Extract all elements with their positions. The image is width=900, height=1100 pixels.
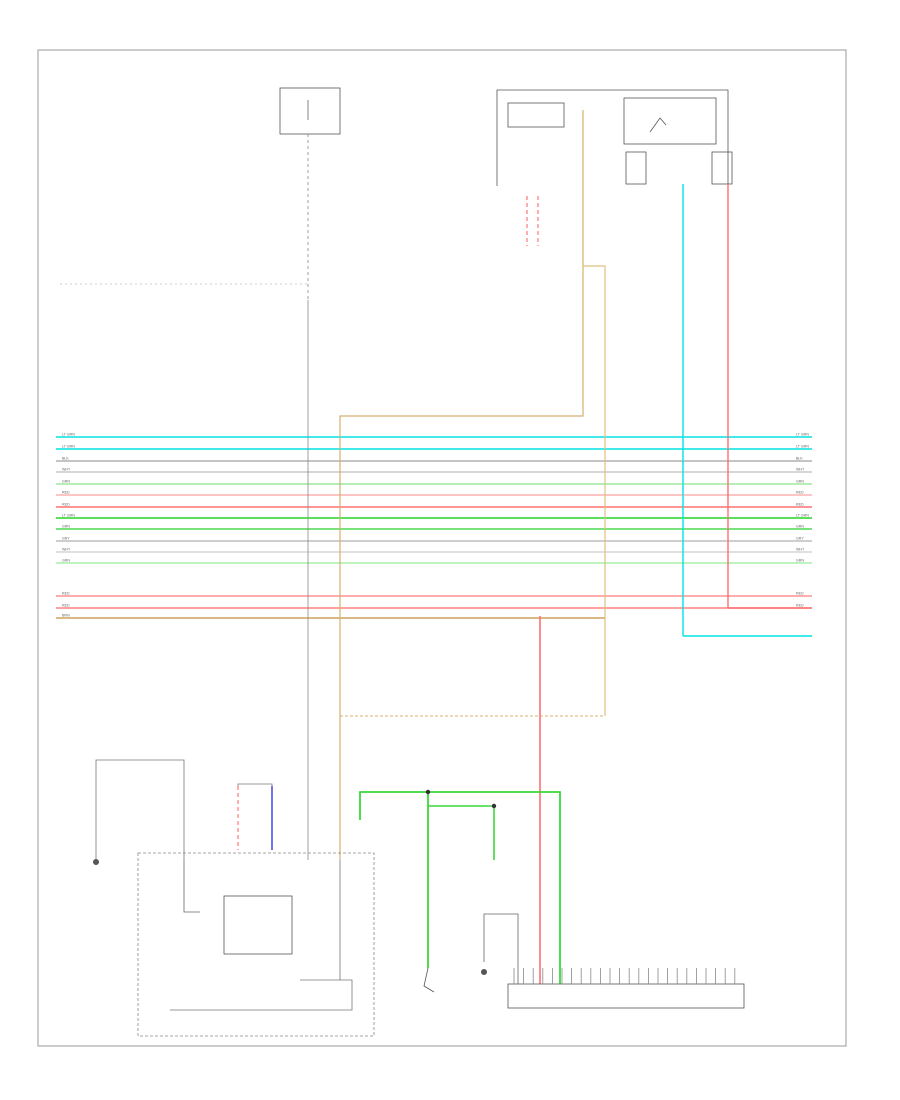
driver-switch-box	[223, 895, 293, 955]
bus-wire-label-left: LT GRN	[62, 514, 75, 518]
wire-switch-left	[183, 860, 200, 913]
wire-green-branch	[428, 805, 495, 860]
bus-wire-label-right: RED	[796, 604, 804, 608]
wire-brown-branch	[583, 265, 606, 716]
bus-wire-label-left: RED	[62, 592, 70, 596]
bus-wire-label-right: RED	[796, 491, 804, 495]
bus-wire-label-right: GRN	[796, 525, 804, 529]
bus-wire-label-left: LT GRN	[62, 445, 75, 449]
bus-wire-label-right: BLK	[796, 457, 803, 461]
ground-point-left	[93, 859, 99, 865]
bus-wire-label-right: LT GRN	[796, 514, 809, 518]
wire-brown-main	[339, 410, 584, 860]
bus-wire-label-left: RED	[62, 503, 70, 507]
bus-wire-label-left: GRN	[62, 559, 70, 563]
diagram-frame	[37, 49, 847, 1047]
bus-wire-label-right: GRN	[796, 480, 804, 484]
indicator-light	[481, 969, 487, 975]
bus-wire-label-right: WHT	[796, 468, 805, 472]
bus-wire-label-right: LT GRN	[796, 433, 809, 437]
control-unit-box	[137, 852, 375, 1037]
bus-wire-label-left: RED	[62, 491, 70, 495]
switch-ground	[423, 967, 435, 993]
bus-wire-label-left: GRN	[62, 480, 70, 484]
connector-stubs	[526, 196, 539, 246]
bus-wire-label-right: LT GRN	[796, 445, 809, 449]
fuse-box-top-left	[279, 87, 341, 135]
bus-wire-label-left: WHT	[62, 548, 71, 552]
bus-wire-label-right: RED	[796, 503, 804, 507]
bus-wire-label-right: WHT	[796, 548, 805, 552]
bus-wire-label-left: BLK	[62, 457, 69, 461]
instrument-unit-box	[507, 983, 745, 1009]
bus-wire-label-left: BRN	[62, 614, 70, 618]
bus-wire-label-left: GRN	[62, 525, 70, 529]
bus-wire-label-left: RED	[62, 604, 70, 608]
instrument-unit-pins	[513, 968, 736, 984]
bus-wire-label-left: LT GRN	[62, 433, 75, 437]
bus-wire-label-left: GRY	[62, 537, 70, 541]
wire-control-unit-out	[170, 979, 353, 1011]
bus-wire-label-right: RED	[796, 592, 804, 596]
wire-indicator	[483, 913, 519, 984]
bus-wire-label-left: WHT	[62, 468, 71, 472]
fuse-box-top-right	[496, 89, 733, 186]
wire-bus: LT GRN LT GRN LT GRN LT GRN BLK BLK WHT WHT GRN G…	[56, 433, 812, 619]
wire-green-network	[359, 791, 561, 984]
wire-loop-left	[95, 759, 185, 860]
bus-wire-label-right: GRY	[796, 537, 804, 541]
bus-wire-label-right: GRN	[796, 559, 804, 563]
